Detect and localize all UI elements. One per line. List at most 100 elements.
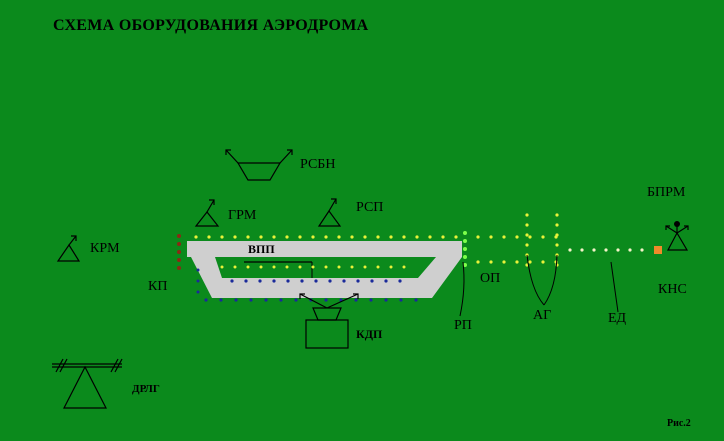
light-dot [568, 248, 572, 252]
light-dot [463, 239, 467, 243]
runway [187, 241, 462, 257]
drlg-radar-icon [52, 358, 123, 409]
light-dot [415, 235, 419, 239]
light-dot [350, 235, 354, 239]
ed-label: ЕД [608, 311, 627, 326]
light-dot [324, 298, 328, 302]
light-dot [528, 260, 532, 264]
light-dot [258, 279, 262, 283]
light-dot [196, 290, 200, 294]
light-dot [244, 279, 248, 283]
kns-label: КНС [658, 282, 687, 297]
ed-leader [610, 261, 619, 313]
light-dot [196, 279, 200, 283]
light-dot [177, 234, 181, 238]
light-dot [476, 260, 480, 264]
rsbn-label: РСБН [300, 157, 336, 172]
light-dot [489, 235, 493, 239]
light-dot [177, 258, 181, 262]
light-dot [463, 231, 467, 235]
light-dot [272, 265, 276, 269]
bprm-antenna-top-icon [674, 221, 680, 227]
light-dot [220, 235, 224, 239]
rp-label: РП [454, 318, 472, 333]
light-dot [207, 235, 211, 239]
light-dot [502, 260, 506, 264]
light-dot [376, 235, 380, 239]
light-dot [246, 235, 250, 239]
light-dot [311, 265, 315, 269]
light-dot [463, 263, 467, 267]
light-dot [402, 265, 406, 269]
kp-label: КП [148, 279, 168, 294]
light-dot [285, 265, 289, 269]
runway-top-lights [194, 235, 458, 239]
light-dot [196, 268, 200, 272]
light-dot [249, 298, 253, 302]
light-dot [515, 235, 519, 239]
light-dot [555, 233, 559, 237]
light-dot [402, 235, 406, 239]
light-dot [233, 265, 237, 269]
light-dot [328, 279, 332, 283]
light-dot [640, 248, 644, 252]
light-dot [314, 279, 318, 283]
light-dot [233, 235, 237, 239]
light-dot [454, 235, 458, 239]
light-dot [541, 235, 545, 239]
diagram-title: СХЕМА ОБОРУДОВАНИЯ АЭРОДРОМА [53, 17, 369, 34]
light-dot [428, 235, 432, 239]
rp-leader [459, 261, 465, 317]
light-dot [463, 255, 467, 259]
light-dot [356, 279, 360, 283]
light-dot [219, 298, 223, 302]
light-dot [354, 298, 358, 302]
light-dot [337, 235, 341, 239]
taxiway-inner-lights [230, 279, 402, 283]
light-dot [476, 235, 480, 239]
bprm-label: БПРМ [647, 185, 686, 200]
light-dot [272, 235, 276, 239]
light-dot [528, 235, 532, 239]
kp-lights [177, 234, 181, 270]
light-dot [294, 298, 298, 302]
runway-label: ВПП [248, 242, 275, 256]
lighting-groups [177, 213, 662, 302]
taxiway-left-lights [196, 268, 200, 294]
light-dot [398, 279, 402, 283]
light-dot [370, 279, 374, 283]
grm-antenna-icon [194, 199, 220, 227]
light-dot [525, 243, 529, 247]
light-dot [384, 279, 388, 283]
krm-label: КРМ [90, 241, 120, 256]
runway-complex [187, 241, 462, 298]
light-dot [389, 235, 393, 239]
light-dot [194, 235, 198, 239]
krm-antenna-icon [56, 235, 81, 262]
light-dot [337, 265, 341, 269]
light-dot [285, 235, 289, 239]
light-dot [286, 279, 290, 283]
light-dot [628, 248, 632, 252]
light-dot [177, 250, 181, 254]
light-dot [463, 247, 467, 251]
light-dot [220, 265, 224, 269]
light-dot [515, 260, 519, 264]
light-dot [580, 248, 584, 252]
light-dot [234, 298, 238, 302]
rsp-antenna-icon [317, 198, 342, 227]
light-dot [272, 279, 276, 283]
light-dot [604, 248, 608, 252]
grm-label: ГРМ [228, 208, 257, 223]
light-dot [541, 260, 545, 264]
light-dot [259, 235, 263, 239]
light-dot [279, 298, 283, 302]
single-line-lights [568, 248, 644, 252]
approach-lower-lights [476, 260, 558, 264]
light-dot [616, 248, 620, 252]
light-dot [300, 279, 304, 283]
light-dot [298, 235, 302, 239]
light-dot [363, 265, 367, 269]
light-dot [363, 235, 367, 239]
